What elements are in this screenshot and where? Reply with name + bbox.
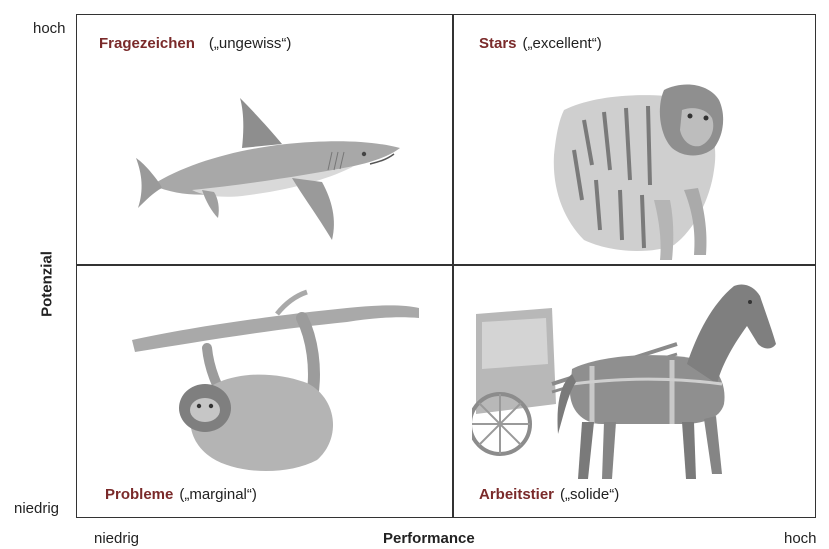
portfolio-matrix: Fragezeichen(„ungewiss“) Stars(„excell [76, 14, 816, 518]
shark-icon [132, 90, 412, 264]
quadrant-fragezeichen: Fragezeichen („ungewiss“) [77, 15, 452, 264]
sloth-icon [127, 278, 427, 478]
x-axis-low-label: niedrig [94, 530, 139, 547]
quadrant-label: Stars („excellent“) [479, 35, 602, 52]
quadrant-name: Probleme [105, 486, 173, 503]
quadrant-name: Arbeitstier [479, 486, 554, 503]
quadrant-note: („marginal“) [179, 486, 257, 503]
quadrant-note: („excellent“) [523, 35, 602, 52]
quadrant-label: Fragezeichen („ungewiss“) [99, 35, 291, 52]
horse-carriage-icon [472, 274, 812, 484]
quadrant-note: („ungewiss“) [209, 35, 292, 52]
quadrant-name: Fragezeichen [99, 35, 195, 52]
quadrant-label: Arbeitstier („solide“) [479, 486, 619, 503]
y-axis-high-label: hoch [33, 20, 66, 37]
quadrant-arbeitstier: Arbeitstier („solide“) [454, 266, 815, 517]
x-axis-high-label: hoch [784, 530, 817, 547]
y-axis-title: Potenzial [39, 251, 56, 317]
y-axis-low-label: niedrig [14, 500, 59, 517]
quadrant-label: Probleme („marginal“) [105, 486, 257, 503]
quadrant-note: („solide“) [560, 486, 619, 503]
quadrant-probleme: Probleme („marginal“) [77, 266, 452, 517]
quadrant-name: Stars [479, 35, 517, 52]
tiger-icon [534, 70, 734, 260]
x-axis-title: Performance [383, 530, 475, 547]
quadrant-stars: Stars („excellent“) [454, 15, 815, 264]
